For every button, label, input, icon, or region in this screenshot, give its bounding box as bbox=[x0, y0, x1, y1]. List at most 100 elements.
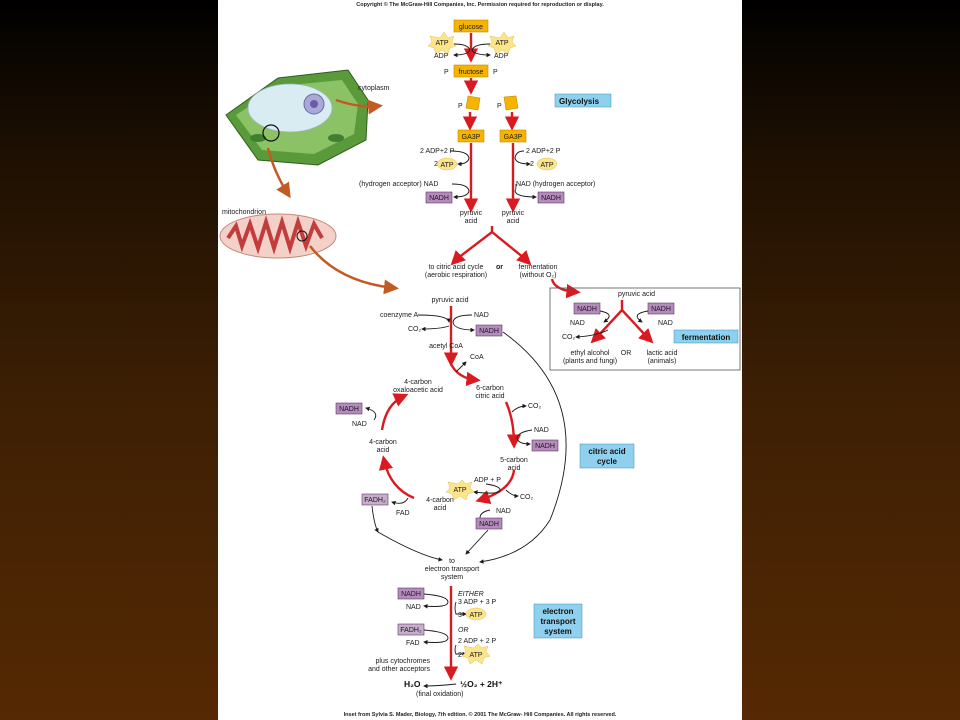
svg-text:OR: OR bbox=[621, 350, 632, 357]
coenzyme-a-label: coenzyme A bbox=[380, 312, 418, 319]
svg-text:NADH: NADH bbox=[339, 406, 359, 413]
svg-text:NAD: NAD bbox=[658, 320, 673, 327]
glucose-label: glucose bbox=[459, 24, 483, 31]
svg-text:2: 2 bbox=[434, 161, 438, 168]
cytoplasm-label: cytoplasm bbox=[358, 85, 390, 92]
glucose-box bbox=[453, 19, 489, 33]
svg-text:NADH: NADH bbox=[401, 591, 421, 598]
fructose-label: fructose bbox=[459, 69, 484, 76]
svg-text:6-carbon: 6-carbon bbox=[476, 385, 504, 392]
nadh-box-ferm-right bbox=[647, 302, 675, 315]
svg-text:ADP + P: ADP + P bbox=[474, 477, 501, 484]
svg-text:FAD: FAD bbox=[396, 510, 410, 517]
svg-text:FADH₂: FADH₂ bbox=[364, 497, 386, 504]
svg-text:NAD: NAD bbox=[570, 320, 585, 327]
svg-text:NADH: NADH bbox=[577, 306, 597, 313]
citric-acid-cycle-label: citric acid bbox=[588, 447, 625, 456]
fadh2-box-ets bbox=[397, 623, 425, 636]
ga3p-box-left bbox=[457, 129, 485, 143]
nadh-box-prep bbox=[475, 324, 503, 337]
cycle-arc-5c-to-4c bbox=[475, 469, 516, 505]
svg-text:NADH: NADH bbox=[479, 521, 499, 528]
nad-hydrogen-acceptor-left: (hydrogen acceptor) NAD bbox=[359, 181, 438, 188]
svg-text:FAD: FAD bbox=[406, 640, 420, 647]
svg-text:(plants and fungi): (plants and fungi) bbox=[563, 358, 617, 365]
svg-text:3: 3 bbox=[458, 612, 462, 619]
svg-text:NAD: NAD bbox=[406, 604, 421, 611]
svg-text:electron transport: electron transport bbox=[425, 566, 480, 573]
svg-text:acid: acid bbox=[508, 465, 521, 472]
svg-text:pyruvic: pyruvic bbox=[502, 210, 525, 217]
acetyl-coa-entry-arrow bbox=[449, 363, 481, 387]
nadh-box-glycolysis-left bbox=[425, 191, 453, 204]
atp-ets-3: ATP bbox=[465, 607, 487, 621]
svg-text:and other acceptors: and other acceptors bbox=[368, 666, 430, 673]
svg-text:5-carbon: 5-carbon bbox=[500, 457, 528, 464]
acetyl-coa-label: acetyl CoA bbox=[429, 343, 463, 350]
slide-page: Copyright © The McGraw-Hill Companies, I… bbox=[218, 0, 742, 720]
cycle-arc-to-oxaloacetic bbox=[380, 393, 409, 431]
svg-text:P: P bbox=[497, 103, 502, 110]
svg-text:GA3P: GA3P bbox=[504, 134, 523, 141]
mitochondrion-highlight-circle bbox=[262, 124, 280, 142]
svg-text:P: P bbox=[458, 103, 463, 110]
mitochondrion-arrow bbox=[266, 147, 291, 199]
ga3p-box-right bbox=[499, 129, 527, 143]
nadh-box-cycle-2 bbox=[531, 439, 559, 452]
fructose-box bbox=[453, 64, 489, 78]
svg-text:2 ADP+2 P: 2 ADP+2 P bbox=[420, 148, 455, 155]
svg-text:citric acid: citric acid bbox=[475, 393, 504, 400]
water-label: H₂O bbox=[404, 679, 421, 689]
svg-text:NADH: NADH bbox=[651, 306, 671, 313]
svg-text:transport: transport bbox=[540, 617, 575, 626]
svg-text:system: system bbox=[441, 574, 463, 581]
svg-text:NADH: NADH bbox=[429, 195, 449, 202]
svg-text:ATP: ATP bbox=[469, 652, 482, 659]
svg-text:NADH: NADH bbox=[541, 195, 561, 202]
svg-text:4-carbon: 4-carbon bbox=[426, 497, 454, 504]
nadh-to-ets-arc bbox=[479, 331, 567, 564]
svg-text:2: 2 bbox=[458, 652, 462, 659]
atp-starburst-left: ATP bbox=[427, 31, 457, 55]
svg-text:2 ADP+2 P: 2 ADP+2 P bbox=[526, 148, 561, 155]
svg-text:CO₂: CO₂ bbox=[562, 334, 576, 341]
svg-text:ATP: ATP bbox=[440, 162, 453, 169]
g3p-fragment-right bbox=[503, 95, 519, 111]
svg-text:pyruvic acid: pyruvic acid bbox=[618, 291, 655, 298]
nadh-box-cycle-1 bbox=[335, 402, 363, 415]
svg-text:NAD: NAD bbox=[496, 508, 511, 515]
svg-text:EITHER: EITHER bbox=[458, 591, 484, 598]
svg-text:P: P bbox=[444, 69, 449, 76]
glycolysis-label-box bbox=[554, 93, 612, 108]
svg-text:ATP: ATP bbox=[453, 487, 466, 494]
cycle-arc-4c-to-4c bbox=[378, 455, 415, 500]
nadh-box-glycolysis-right bbox=[537, 191, 565, 204]
svg-text:CO₂: CO₂ bbox=[528, 403, 542, 410]
svg-text:system: system bbox=[544, 627, 572, 636]
atp-2-right: ATP bbox=[536, 157, 558, 171]
fermentation-branch-text: fermentation bbox=[519, 264, 558, 271]
nadh-box-ferm-left bbox=[573, 302, 601, 315]
svg-text:(animals): (animals) bbox=[648, 358, 677, 365]
svg-text:NAD: NAD bbox=[474, 312, 489, 319]
mitochondrion-to-cycle-arrow bbox=[309, 245, 399, 295]
svg-text:plus cytochromes: plus cytochromes bbox=[376, 658, 431, 665]
nadh-box-cycle-3 bbox=[475, 517, 503, 530]
svg-text:3 ADP + 3 P: 3 ADP + 3 P bbox=[458, 599, 497, 606]
svg-text:ATP: ATP bbox=[495, 40, 508, 47]
svg-text:acid: acid bbox=[507, 218, 520, 225]
svg-text:GA3P: GA3P bbox=[462, 134, 481, 141]
svg-text:CO₂: CO₂ bbox=[520, 494, 534, 501]
atp-2-left: ATP bbox=[436, 157, 458, 171]
cellular-respiration-diagram: Copyright © The McGraw-Hill Companies, I… bbox=[219, 1, 741, 718]
svg-text:4-carbon: 4-carbon bbox=[369, 439, 397, 446]
svg-text:NADH: NADH bbox=[479, 328, 499, 335]
svg-text:CO₂: CO₂ bbox=[408, 326, 422, 333]
svg-text:acid: acid bbox=[434, 505, 447, 512]
atp-cycle: ATP bbox=[445, 479, 475, 501]
to-cycle-text: to citric acid cycle bbox=[429, 264, 484, 271]
svg-text:NAD: NAD bbox=[534, 427, 549, 434]
or-text: or bbox=[496, 264, 503, 271]
svg-text:acid: acid bbox=[465, 218, 478, 225]
svg-text:ATP: ATP bbox=[540, 162, 553, 169]
